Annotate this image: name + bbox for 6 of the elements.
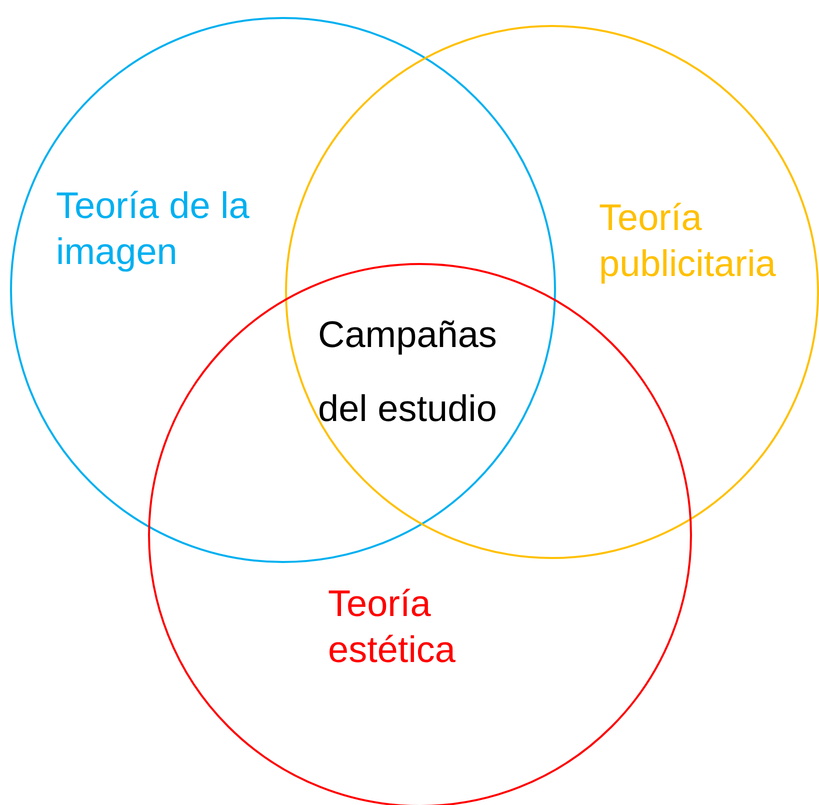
venn-circle — [285, 25, 819, 559]
circle-label: Teoría de la imagen — [56, 184, 250, 274]
venn-circle — [10, 17, 556, 563]
circle-label: Teoría publicitaria — [599, 196, 777, 286]
circle-label: Teoría estética — [328, 582, 457, 672]
center-label: Campañas del estudio — [318, 313, 498, 431]
